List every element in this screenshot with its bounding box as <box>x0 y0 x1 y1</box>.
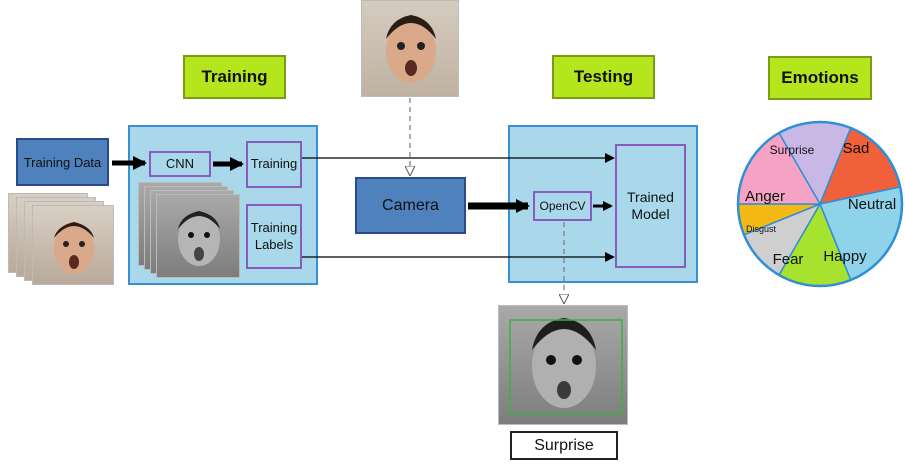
pie-label-neutral: Neutral <box>848 196 896 213</box>
testing-header-label: Testing <box>573 67 634 86</box>
trained-model-box: Trained Model <box>615 144 686 268</box>
cnn-photo-stack <box>138 182 242 279</box>
training-photo-stack <box>8 193 114 285</box>
result-label-box: Surprise <box>510 431 618 460</box>
training-data-label: Training Data <box>23 154 102 170</box>
result-face-photo <box>498 305 628 425</box>
training-header-label: Training <box>201 67 268 86</box>
pie-label-surprise: Surprise <box>770 143 815 157</box>
pie-label-fear: Fear <box>773 251 804 268</box>
pie-label-anger: Anger <box>745 188 785 205</box>
testing-header: Testing <box>552 55 655 99</box>
result-label: Surprise <box>534 436 594 454</box>
pie-label-happy: Happy <box>823 248 867 265</box>
training-header: Training <box>183 55 286 99</box>
trained-model-label: Trained Model <box>627 188 674 223</box>
pie-label-disgust: Disgust <box>746 224 777 234</box>
training-labels-box: Training Labels <box>246 204 302 269</box>
face-icon <box>54 222 94 274</box>
emotions-header: Emotions <box>768 56 872 100</box>
face-icon <box>386 15 436 83</box>
camera-box: Camera <box>355 177 466 234</box>
training-labels-label: Training Labels <box>250 220 298 252</box>
cnn-box: CNN <box>149 151 211 177</box>
emotions-header-label: Emotions <box>781 68 859 87</box>
gray-face-icon <box>509 318 623 415</box>
emotions-pie: Surprise Sad Neutral Happy Fear Disgust … <box>736 120 904 288</box>
opencv-box: OpenCV <box>533 191 592 221</box>
training-box: Training <box>246 141 302 188</box>
training-label: Training <box>250 156 298 172</box>
gray-face-icon <box>178 211 220 266</box>
input-face-photo <box>361 0 459 97</box>
training-data-box: Training Data <box>16 138 109 186</box>
camera-label: Camera <box>382 196 439 214</box>
cnn-label: CNN <box>165 155 195 171</box>
opencv-label: OpenCV <box>539 198 586 213</box>
pie-label-sad: Sad <box>843 140 870 157</box>
